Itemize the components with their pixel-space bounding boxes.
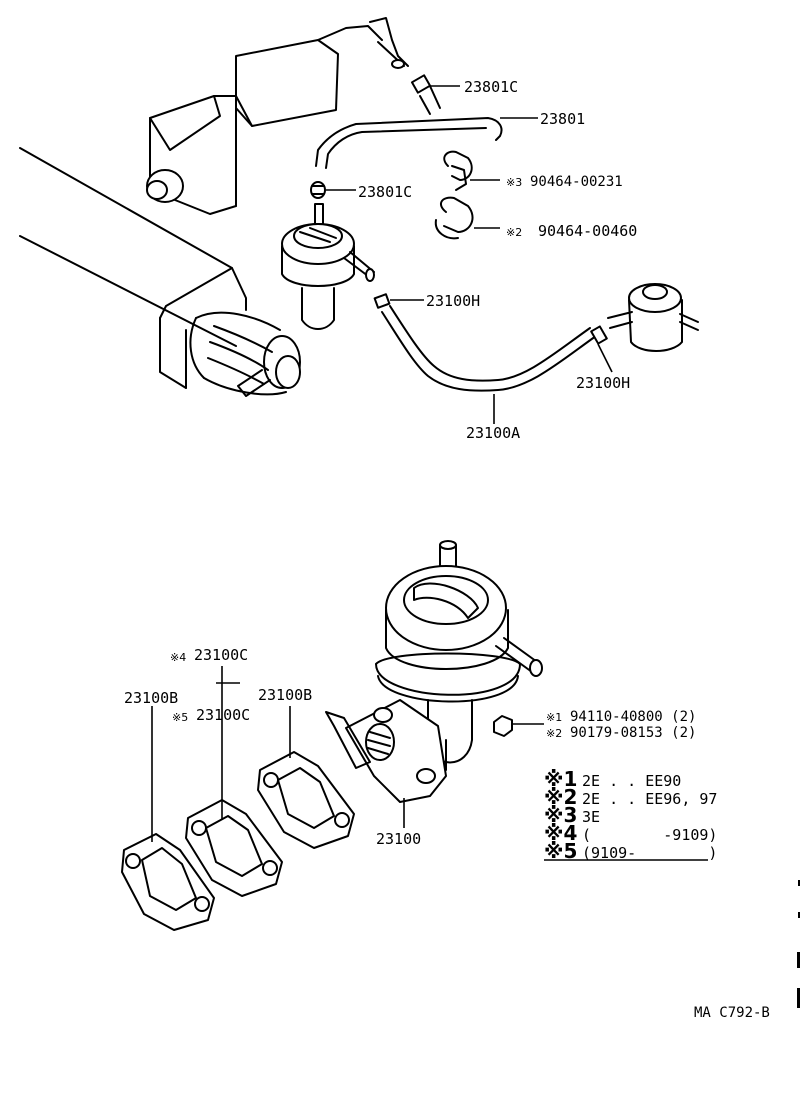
note-3-text: 3E: [582, 808, 600, 826]
clamp-90464-00231: [443, 150, 473, 191]
label-23801c-top: 23801C: [464, 78, 518, 96]
label-23801: 23801: [540, 110, 585, 128]
note-4-mark: ※4: [544, 821, 577, 845]
note-mark-2-lower: ※2: [546, 727, 562, 740]
label-23100b-left: 23100B: [124, 689, 178, 707]
clip-23100h-right: [590, 325, 608, 345]
label-23100h-right: 23100H: [576, 374, 630, 392]
note-mark-5: ※5: [172, 711, 188, 724]
note-mark-1-lower: ※1: [546, 711, 562, 724]
label-90179-08153: 90179-08153 (2): [570, 725, 696, 741]
fuel-pump-small-illustration: [281, 203, 375, 330]
label-23100: 23100: [376, 830, 421, 848]
scan-edge-marks: [797, 880, 800, 1008]
label-90464-00231: 90464-00231: [530, 174, 623, 190]
figure-code: MA C792-B: [694, 1005, 770, 1021]
note-mark-2-upper: ※2: [506, 226, 522, 239]
clamp-90464-00460: [434, 196, 474, 240]
note-1-mark: ※1: [544, 767, 577, 791]
note-2-mark: ※2: [544, 785, 577, 809]
note-mark-3: ※3: [506, 176, 522, 189]
engine-block-illustration: [19, 17, 409, 397]
note-1-text: 2E . . EE90: [582, 772, 681, 790]
note-3-mark: ※3: [544, 803, 577, 827]
clip-23801c-mid: [310, 181, 326, 199]
fuel-filter-illustration: [607, 283, 699, 352]
clip-23801c-top: [410, 74, 432, 94]
label-23100c-b: 23100C: [196, 706, 250, 724]
label-94110-40800: 94110-40800 (2): [570, 709, 696, 725]
applicability-notes: ※1 2E . . EE90 ※2 2E . . EE96, 97 ※3 3E …: [544, 767, 717, 863]
note-5-mark: ※5: [544, 839, 577, 863]
fuel-pump-23100-illustration: [325, 540, 543, 803]
label-23801c-mid: 23801C: [358, 183, 412, 201]
label-90464-00460: 90464-00460: [538, 222, 637, 240]
label-23100b-right: 23100B: [258, 686, 312, 704]
gasket-23100b-left: [121, 833, 215, 931]
nut-90179-08153: [493, 715, 513, 737]
note-4-text: ( -9109): [582, 826, 717, 844]
note-5-text: (9109- ): [582, 844, 717, 862]
gasket-23100c: [185, 799, 283, 897]
note-mark-4: ※4: [170, 651, 186, 664]
gasket-23100b-right: [257, 751, 355, 849]
hose-23801: [315, 85, 503, 169]
label-23100a: 23100A: [466, 424, 520, 442]
hose-23100a: [381, 305, 597, 392]
label-23100c-a: 23100C: [194, 646, 248, 664]
note-2-text: 2E . . EE96, 97: [582, 790, 717, 808]
label-23100h-left: 23100H: [426, 292, 480, 310]
clip-23100h-left: [373, 293, 391, 309]
leader-lines: [151, 85, 708, 861]
